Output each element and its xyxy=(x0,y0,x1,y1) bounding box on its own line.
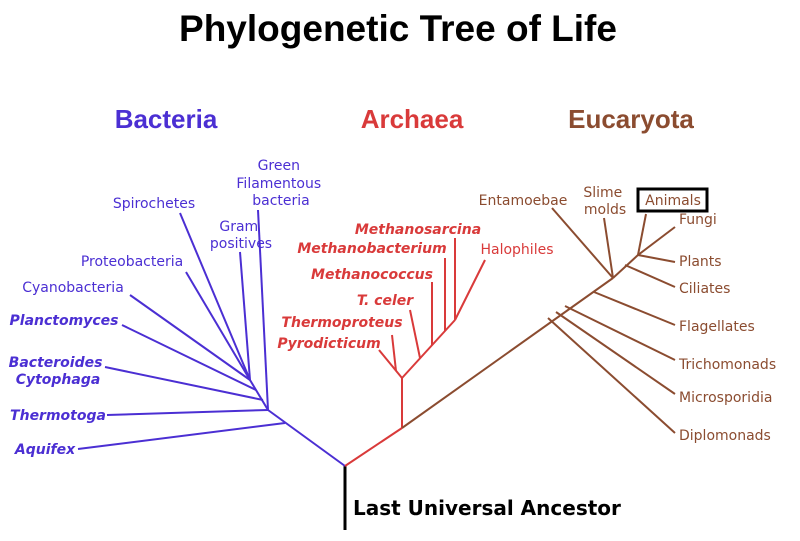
plants-label: Plants xyxy=(679,254,722,270)
plants-branch xyxy=(637,254,676,263)
microsporidia-branch xyxy=(555,311,676,395)
thermotoga-branch xyxy=(106,409,269,416)
archaea-upper-stem xyxy=(401,319,456,379)
thermoproteus-label: Thermoproteus xyxy=(281,315,402,331)
archaea-branches xyxy=(344,238,486,467)
eucaryota-branches xyxy=(401,207,676,434)
bacteria-labels: Green Filamentous bacteria Spirochetes G… xyxy=(9,158,325,458)
entamoebae-branch xyxy=(551,207,614,279)
bacteria-inner-stem xyxy=(249,379,269,411)
proteobacteria-label: Proteobacteria xyxy=(81,254,183,270)
gram-positives-label: Gram positives xyxy=(210,219,272,252)
pyrodicticum-branch xyxy=(378,349,403,379)
animals-branch xyxy=(637,213,647,256)
bacteria-branches xyxy=(77,209,346,467)
methanosarcina-label: Methanosarcina xyxy=(355,222,481,238)
green-filamentous-label: Green Filamentous bacteria xyxy=(236,158,325,209)
cyanobacteria-label: Cyanobacteria xyxy=(22,280,124,296)
archaea-stem xyxy=(344,427,403,467)
proteobacteria-branch xyxy=(185,271,251,381)
trichomonads-branch xyxy=(564,305,676,361)
page-title: Phylogenetic Tree of Life xyxy=(179,8,617,49)
fungi-label: Fungi xyxy=(679,212,717,228)
eucaryota-upper-stem xyxy=(612,254,639,279)
animals-highlight-box xyxy=(636,187,709,213)
domain-bacteria-heading: Bacteria xyxy=(115,104,218,134)
trichomonads-label: Trichomonads xyxy=(678,357,776,373)
spirochetes-label: Spirochetes xyxy=(113,196,195,212)
methanococcus-label: Methanococcus xyxy=(311,267,433,283)
t-celer-label: T. celer xyxy=(357,293,414,309)
fungi-branch xyxy=(637,226,676,256)
domain-eucaryota-heading: Eucaryota xyxy=(568,104,694,134)
cyanobacteria-branch xyxy=(129,294,251,381)
domain-archaea-heading: Archaea xyxy=(361,104,464,134)
eucaryota-labels: Entamoebae Slime molds Animals Fungi Pla… xyxy=(479,185,776,444)
root-label: Last Universal Ancestor xyxy=(353,496,621,520)
methanobacterium-label: Methanobacterium xyxy=(297,241,446,257)
archaea-labels: Methanosarcina Methanobacterium Halophil… xyxy=(277,222,553,352)
halophiles-label: Halophiles xyxy=(480,242,553,258)
ciliates-branch xyxy=(624,264,676,288)
diplomonads-branch xyxy=(547,317,676,434)
bacteroides-cytophaga-label: Bacteroides Cytophaga xyxy=(9,355,108,388)
bacteroides-branch xyxy=(104,366,264,401)
pyrodicticum-label: Pyrodicticum xyxy=(277,336,380,352)
thermoproteus-branch xyxy=(391,334,397,372)
slime-molds-label: Slime molds xyxy=(583,185,626,218)
ciliates-label: Ciliates xyxy=(679,281,730,297)
flagellates-branch xyxy=(593,291,676,326)
eucaryota-stem xyxy=(401,277,614,429)
halophiles-branch xyxy=(454,259,486,321)
t-celer-branch xyxy=(409,309,421,359)
bacteria-stem xyxy=(267,409,346,467)
slime-molds-branch xyxy=(603,217,614,279)
aquifex-label: Aquifex xyxy=(14,442,76,458)
animals-label: Animals xyxy=(645,193,701,209)
entamoebae-label: Entamoebae xyxy=(479,193,568,209)
spirochetes-branch xyxy=(179,212,251,381)
thermotoga-label: Thermotoga xyxy=(10,408,106,424)
microsporidia-label: Microsporidia xyxy=(679,390,772,406)
green-filamentous-branch xyxy=(257,209,269,411)
planctomyces-label: Planctomyces xyxy=(10,313,119,329)
planctomyces-branch xyxy=(121,324,257,391)
aquifex-branch xyxy=(77,422,286,450)
flagellates-label: Flagellates xyxy=(679,319,755,335)
gram-positives-branch xyxy=(239,251,251,381)
diplomonads-label: Diplomonads xyxy=(679,428,771,444)
